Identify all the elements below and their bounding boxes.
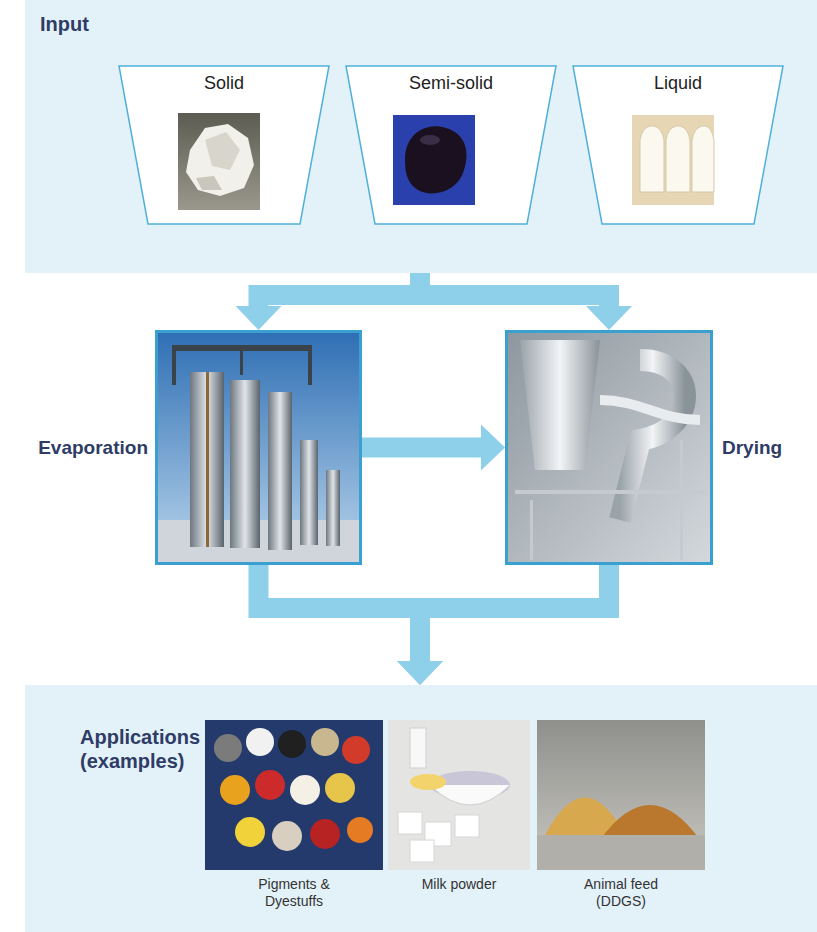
flow-arrow	[259, 565, 444, 685]
process-box: Evaporation	[155, 330, 362, 565]
flow-arrow	[397, 565, 609, 685]
evaporator-photo	[158, 333, 359, 562]
input-label: Liquid	[572, 65, 784, 95]
liquid-photo	[632, 115, 714, 205]
image-caption: Milk powder	[399, 876, 519, 893]
dryer-photo	[508, 333, 710, 562]
animal-feed-photo	[537, 720, 705, 870]
applications-panel: Applications (examples)	[25, 685, 817, 932]
input-hopper: Semi-solid	[345, 65, 557, 225]
image-caption: Animal feed (DDGS)	[561, 876, 681, 910]
semi-solid-photo	[393, 115, 475, 205]
input-hopper: Liquid	[572, 65, 784, 225]
flow-arrow	[236, 273, 421, 330]
flow-arrow	[362, 425, 505, 471]
process-label: Drying	[722, 437, 782, 459]
input-label: Solid	[118, 65, 330, 95]
image-caption: Pigments & Dyestuffs	[229, 876, 359, 910]
milk-powder-photo	[388, 720, 530, 870]
flow-arrow	[420, 273, 632, 330]
process-label: Evaporation	[38, 437, 148, 459]
process-box: Drying	[505, 330, 713, 565]
solid-photo	[178, 113, 260, 210]
input-panel: InputSolid Semi-solid Liquid	[25, 0, 817, 273]
panel-heading: Applications (examples)	[80, 725, 220, 773]
pigments-photo	[205, 720, 383, 870]
input-label: Semi-solid	[345, 65, 557, 95]
input-hopper: Solid	[118, 65, 330, 225]
panel-heading: Input	[40, 12, 89, 36]
